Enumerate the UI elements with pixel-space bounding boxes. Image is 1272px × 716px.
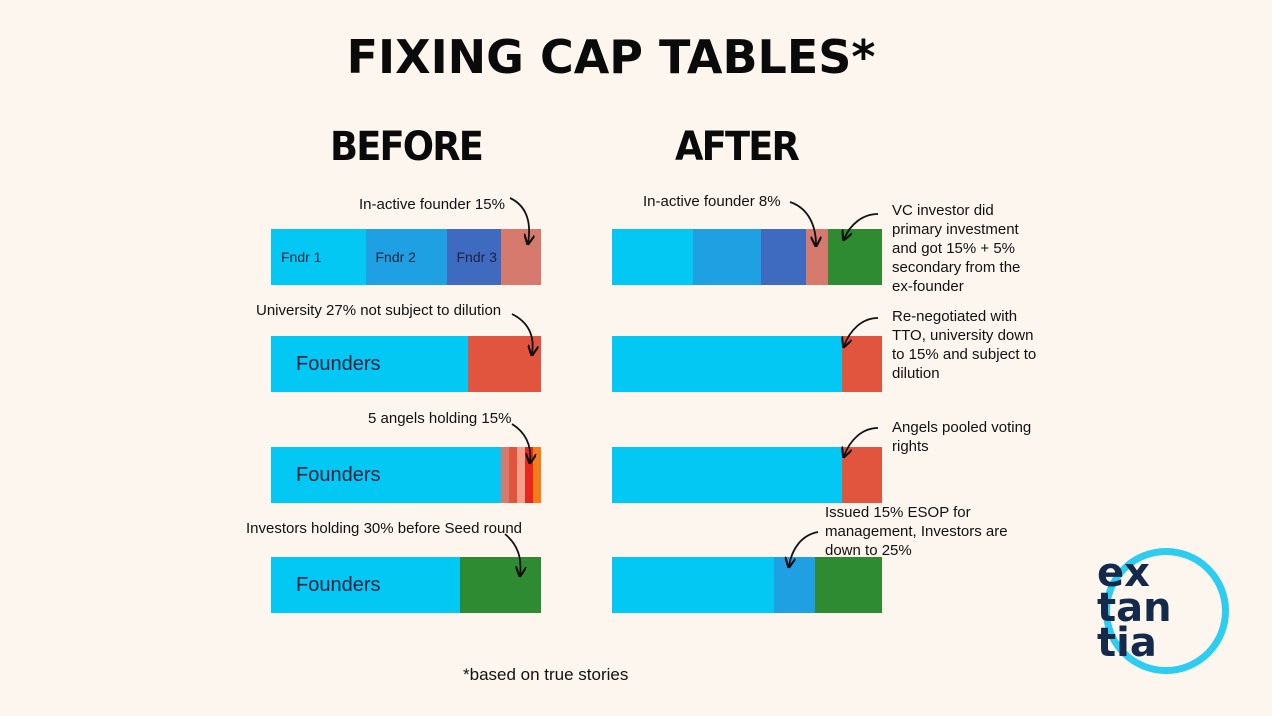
bar-segment bbox=[612, 557, 774, 613]
before-row1-bar: Fndr 1 Fndr 2 Fndr 3 bbox=[271, 229, 541, 285]
segment-label: Fndr 3 bbox=[456, 249, 497, 265]
bar-segment bbox=[760, 229, 807, 285]
after-row4-bar bbox=[612, 557, 882, 613]
bar-segment bbox=[500, 447, 509, 503]
bar-segment bbox=[612, 447, 842, 503]
after-row2-side-note: Re-negotiated with TTO, university down … bbox=[892, 308, 1037, 382]
bar-segment bbox=[612, 336, 842, 392]
segment-label: Founders bbox=[296, 463, 381, 486]
after-row1-bar bbox=[612, 229, 882, 285]
page-title: FIXING CAP TABLES* bbox=[346, 30, 876, 84]
before-row3-bar: Founders bbox=[271, 447, 541, 503]
bar-segment bbox=[774, 557, 815, 613]
bar-segment bbox=[508, 447, 517, 503]
footnote: *based on true stories bbox=[463, 665, 629, 684]
bar-segment bbox=[468, 336, 541, 392]
logo-ring bbox=[1103, 548, 1229, 674]
before-row2-bar: Founders bbox=[271, 336, 541, 392]
bar-segment bbox=[612, 229, 693, 285]
before-heading: BEFORE bbox=[330, 124, 484, 170]
bar-segment bbox=[516, 447, 525, 503]
bar-segment bbox=[806, 229, 828, 285]
bar-segment bbox=[841, 447, 882, 503]
bar-segment: Fndr 2 bbox=[365, 229, 447, 285]
bar-segment: Founders bbox=[271, 336, 469, 392]
bar-segment bbox=[524, 447, 533, 503]
after-heading: AFTER bbox=[675, 124, 800, 170]
bar-segment bbox=[814, 557, 882, 613]
after-row3-bar bbox=[612, 447, 882, 503]
bar-segment: Fndr 3 bbox=[446, 229, 501, 285]
segment-label: Founders bbox=[296, 352, 381, 375]
segment-label: Founders bbox=[296, 573, 381, 596]
before-row4-bar: Founders bbox=[271, 557, 541, 613]
segment-label: Fndr 1 bbox=[281, 249, 322, 265]
bar-segment: Fndr 1 bbox=[271, 229, 366, 285]
bar-segment bbox=[841, 336, 882, 392]
bar-segment bbox=[460, 557, 541, 613]
after-row1-side-note: VC investor did primary investment and g… bbox=[892, 202, 1021, 295]
before-row3-note: 5 angels holding 15% bbox=[368, 410, 512, 427]
bar-segment bbox=[532, 447, 541, 503]
after-row2-bar bbox=[612, 336, 882, 392]
before-row2-note: University 27% not subject to dilution bbox=[256, 302, 502, 319]
before-row4-note: Investors holding 30% before Seed round bbox=[246, 520, 523, 537]
before-row1-note: In-active founder 15% bbox=[359, 196, 505, 213]
segment-label: Fndr 2 bbox=[375, 249, 416, 265]
after-row3-side-note: Angels pooled voting rights bbox=[892, 419, 1032, 455]
bar-segment: Founders bbox=[271, 557, 460, 613]
bar-segment bbox=[500, 229, 541, 285]
bar-segment: Founders bbox=[271, 447, 501, 503]
bar-segment bbox=[827, 229, 882, 285]
bar-segment bbox=[693, 229, 761, 285]
after-row4-side-note: Issued 15% ESOP for management, Investor… bbox=[825, 504, 1008, 559]
after-row1-note: In-active founder 8% bbox=[643, 193, 781, 210]
